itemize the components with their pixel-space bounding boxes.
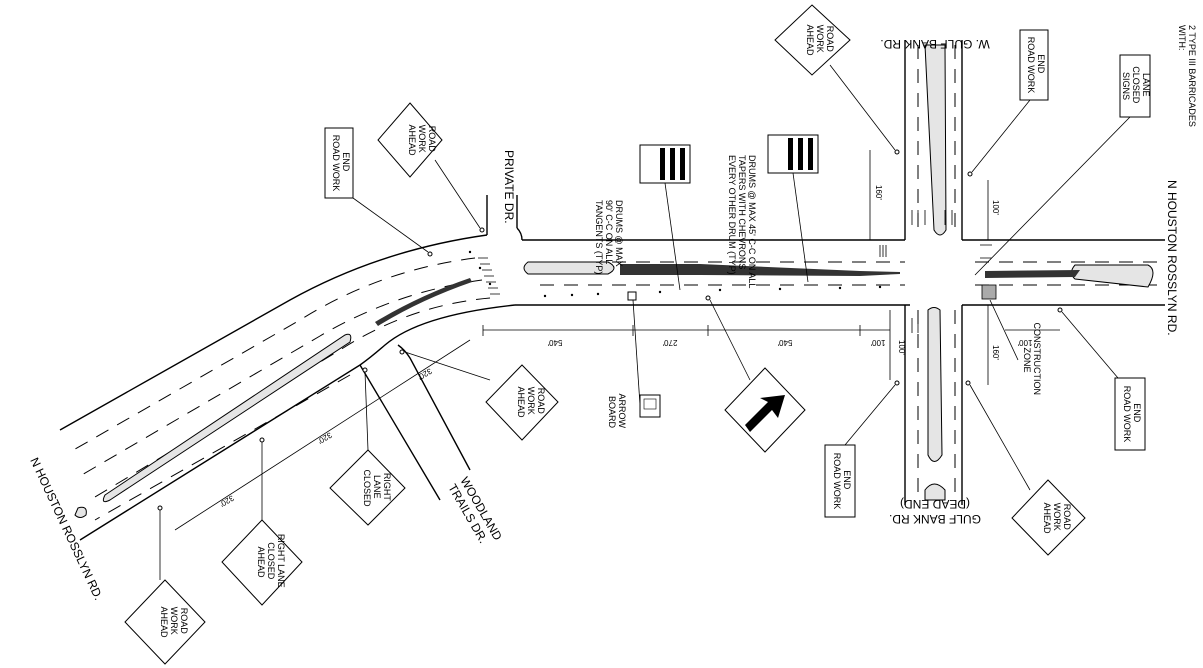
svg-text:END ROAD WORK: END ROAD WORK <box>1122 386 1142 443</box>
svg-text:GULF BANK RD.: GULF BANK RD. <box>889 512 981 526</box>
svg-text:100': 100' <box>991 200 1000 215</box>
construction-zone: CONSTRUCTION ZONE <box>981 284 1042 397</box>
label-n-houston-right: N HOUSTON ROSSLYN RD. <box>1165 180 1179 336</box>
svg-text:CONSTRUCTION ZONE: CONSTRUCTION ZONE <box>1022 322 1042 397</box>
svg-text:160': 160' <box>991 345 1000 360</box>
sign-end-road-work-left: END ROAD WORK <box>324 127 433 257</box>
svg-text:END ROAD WORK: END ROAD WORK <box>331 135 351 192</box>
svg-text:540': 540' <box>777 338 792 347</box>
drum-channelizers <box>468 250 882 298</box>
sign-right-lane-closed-ahead: RIGHT LANE CLOSED AHEAD <box>221 437 303 606</box>
svg-text:160': 160' <box>874 185 883 200</box>
sign-road-work-ahead-bottom-left: ROAD WORK AHEAD <box>124 505 206 665</box>
side-streets <box>359 195 518 501</box>
lane-arrows <box>478 210 992 333</box>
label-private-dr: PRIVATE DR. <box>502 150 516 224</box>
svg-text:DRUMS @ MAX 45' C-C ON ALL: DRUMS @ MAX 45' C-C ON ALL TAPERS WITH C… <box>727 155 757 291</box>
cross-roads <box>904 40 963 505</box>
svg-text:RIGHT LANE CLOSED: RIGHT LANE CLOSED <box>362 469 392 507</box>
note-drums-tangents: DRUMS @ MAX 90' C-C ON ALL TANGENTS (TYP… <box>594 144 691 291</box>
svg-text:270': 270' <box>662 338 677 347</box>
label-gulf-bank: GULF BANK RD. (DEAD END) <box>889 497 981 526</box>
svg-text:RIGHT LANE CLOSED: RIGHT LANE CLOSED AHEAD <box>256 534 286 590</box>
sign-road-work-ahead-private: ROAD WORK AHEAD <box>377 102 485 233</box>
svg-text:320': 320' <box>316 430 334 445</box>
sign-right-lane-closed: RIGHT LANE CLOSED <box>329 367 406 526</box>
sign-road-work-ahead-top: ROAD WORK AHEAD <box>774 4 900 155</box>
svg-text:END ROAD WORK: END ROAD WORK <box>832 453 852 510</box>
svg-text:ROAD WORK AHEAD: ROAD WORK AHEAD <box>407 124 437 156</box>
label-woodland-trails: WOODLAND TRAILS DR. <box>445 475 506 553</box>
svg-text:540': 540' <box>547 338 562 347</box>
svg-text:ROAD WORK AHEAD: ROAD WORK AHEAD <box>516 386 546 418</box>
sign-end-road-work-right: END ROAD WORK <box>1057 307 1146 451</box>
closed-lane-shading <box>375 264 1080 326</box>
label-n-houston-left: N HOUSTON ROSSLYN RD. <box>27 455 105 602</box>
svg-text:100': 100' <box>897 340 906 355</box>
svg-text:100': 100' <box>870 338 885 347</box>
svg-text:END ROAD WORK: END ROAD WORK <box>1026 37 1046 94</box>
svg-text:ROAD WORK AHEAD: ROAD WORK AHEAD <box>1042 502 1072 534</box>
arrow-board: ARROW BOARD <box>607 291 661 430</box>
note-drums-tapers: DRUMS @ MAX 45' C-C ON ALL TAPERS WITH C… <box>727 134 819 291</box>
sign-road-work-ahead-middle: ROAD WORK AHEAD <box>399 349 559 441</box>
svg-text:ROAD WORK AHEAD: ROAD WORK AHEAD <box>159 606 189 638</box>
svg-text:100': 100' <box>1017 338 1032 347</box>
svg-text:320': 320' <box>218 493 236 508</box>
medians <box>74 44 1154 518</box>
sign-road-work-ahead-bottom-right: ROAD WORK AHEAD <box>965 380 1086 556</box>
note-barricades: 2 TYPE III BARRICADES WITH: <box>1177 25 1197 129</box>
svg-text:ROAD WORK AHEAD: ROAD WORK AHEAD <box>805 24 835 56</box>
sign-lane-closed-signs: LANE CLOSED SIGNS <box>974 54 1151 276</box>
svg-text:DRUMS @ MAX 90' C-C ON A: DRUMS @ MAX 90' C-C ON ALL TANGENTS (TYP… <box>594 200 624 274</box>
sign-end-road-work-top: END ROAD WORK <box>967 29 1049 177</box>
sign-curve-arrow <box>705 295 806 453</box>
svg-text:320': 320' <box>416 366 434 381</box>
label-w-gulf-bank: W. GULF BANK RD. <box>880 37 989 51</box>
svg-text:LANE CLOSED SIGNS: LANE CLOSED SIGNS <box>1121 66 1151 106</box>
svg-text:(DEAD END): (DEAD END) <box>900 497 970 511</box>
sign-end-road-work-bottom: END ROAD WORK <box>824 380 900 518</box>
svg-text:ARROW BOARD: ARROW BOARD <box>607 393 627 430</box>
dimension-lines <box>174 150 1060 531</box>
